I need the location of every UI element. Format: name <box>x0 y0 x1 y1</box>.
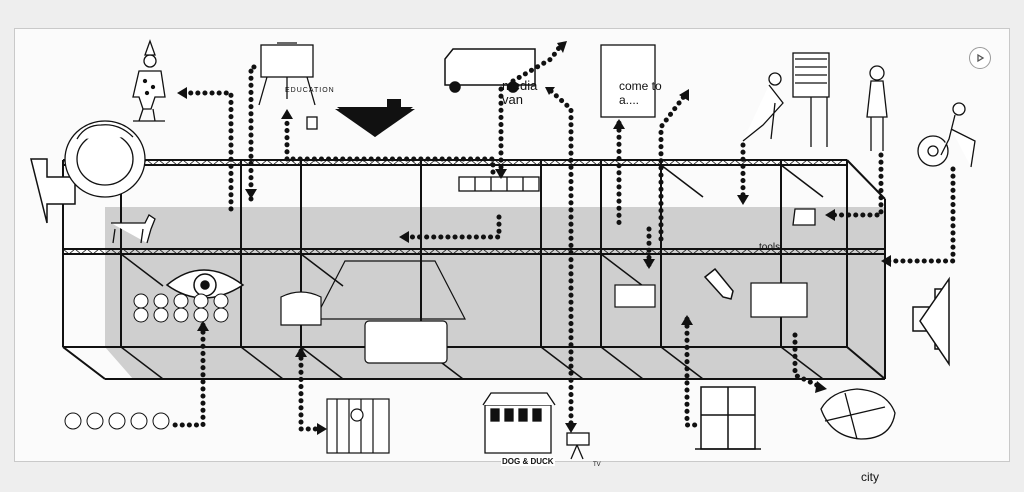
worker-icon <box>742 52 830 147</box>
media-van-icon <box>444 48 536 93</box>
entry-arrow-left <box>30 158 76 224</box>
window-icon <box>695 386 761 450</box>
play-button[interactable] <box>969 47 991 69</box>
tyre-person-icon <box>917 102 976 168</box>
wrench-icon <box>703 267 734 300</box>
poster-icon <box>600 44 656 118</box>
head-icon <box>64 120 146 198</box>
fun-palace-diagram <box>30 39 976 460</box>
pub-sign-label: DOG & DUCK <box>501 457 555 466</box>
tv-camera-icon <box>566 432 590 460</box>
easel-label: EDUCATION <box>285 87 335 94</box>
tools-label: tools <box>759 242 781 253</box>
jail-icon <box>326 398 390 454</box>
city-label: city <box>861 470 879 484</box>
media-van-label: media van <box>502 79 542 107</box>
sewing-machine-icon <box>792 208 816 226</box>
poster-label: come to a.... <box>619 79 669 107</box>
easel-icon <box>258 42 318 130</box>
media-van-label-line1: media <box>502 78 538 93</box>
exit-arrow-right <box>912 288 949 350</box>
audience-outside-icon <box>64 412 170 430</box>
play-icon <box>977 53 985 63</box>
pub-icon <box>482 392 556 454</box>
tv-label: TV <box>593 462 601 468</box>
image-frame: media van come to a.... tools DOG & DUCK… <box>14 28 1010 484</box>
film-strip-icon <box>458 176 540 192</box>
eye-icon <box>165 269 245 299</box>
media-van-label-line2: van <box>502 92 523 107</box>
dog-icon <box>111 214 156 244</box>
city-map-icon <box>820 388 896 440</box>
audience-icon <box>133 293 229 323</box>
poster-label-line1: come to <box>619 79 662 93</box>
clown-icon <box>132 39 166 122</box>
poster-label-line2: a.... <box>619 93 640 107</box>
person-icon <box>866 65 888 151</box>
